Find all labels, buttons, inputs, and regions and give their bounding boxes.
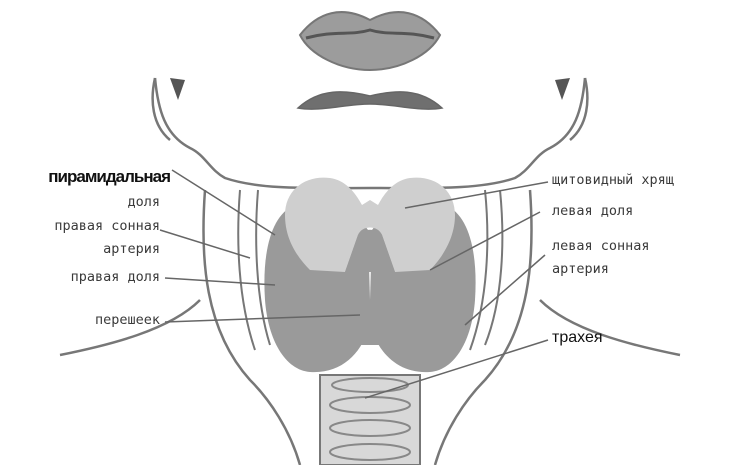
isthmus-shape [300,300,440,345]
lower-lip [298,92,442,109]
left-ear-mark [170,78,185,100]
leader-left-carotid [465,255,545,325]
label-left-lobe: левая доля [552,205,633,219]
label-pyramidal: пирамидальная [8,168,170,185]
label-right-carotid-1: правая сонная [8,220,160,234]
upper-lip [300,12,440,70]
label-right-lobe: правая доля [8,271,160,285]
label-left-carotid-1: левая сонная [552,240,650,254]
label-right-carotid-2: артерия [8,243,160,257]
label-isthmus: перешеек [8,314,160,328]
label-pyramidal-2: доля [8,196,160,210]
jaw-outline [155,78,585,188]
right-shoulder [540,300,680,355]
label-trachea: трахея [552,330,603,346]
label-left-carotid-2: артерия [552,263,609,277]
label-thyroid-cartilage: щитовидный хрящ [552,174,674,188]
right-ear-mark [555,78,570,100]
leader-pyramidal [172,170,275,235]
